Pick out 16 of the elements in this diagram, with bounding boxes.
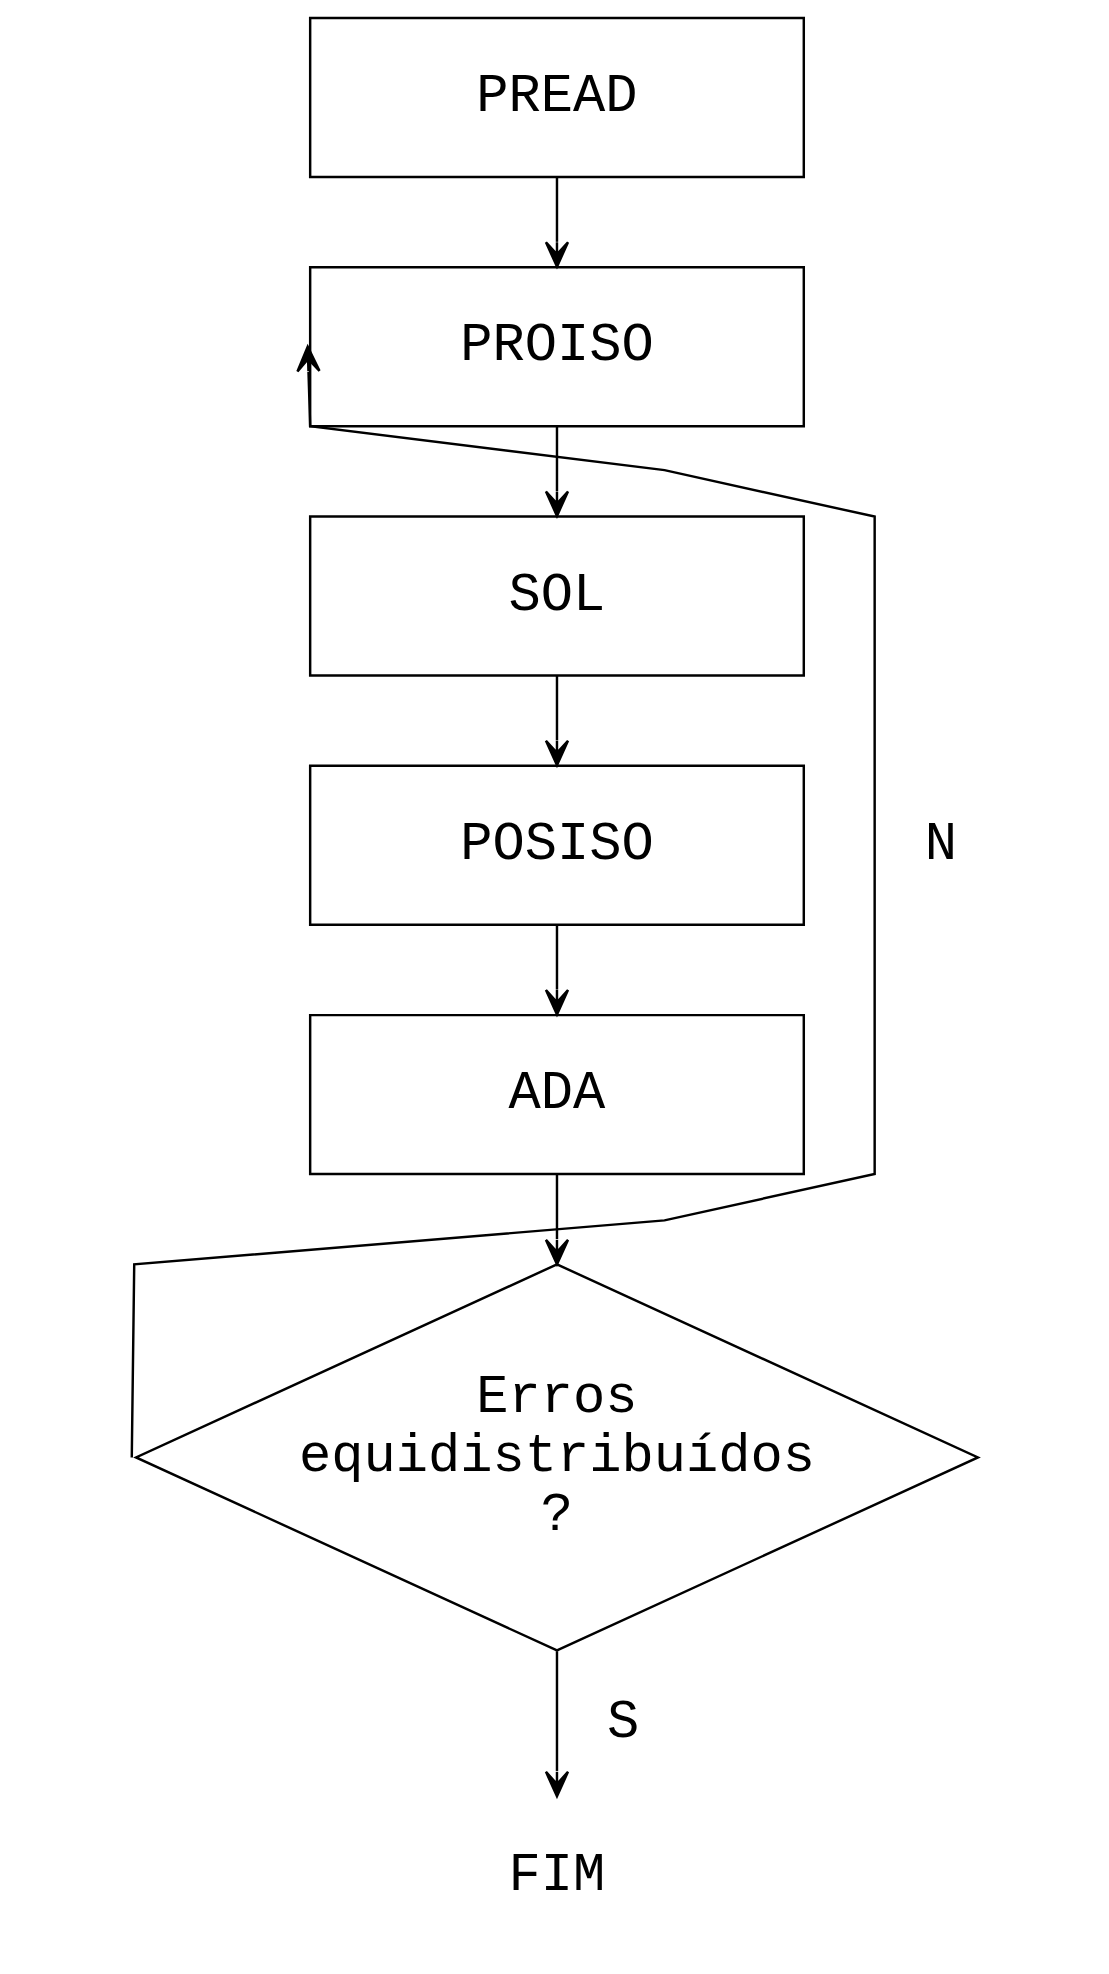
- edge-label: N: [924, 813, 957, 875]
- node-box: PREAD: [308, 16, 805, 179]
- node-box: ADA: [308, 1013, 805, 1176]
- node-box: SOL: [308, 515, 805, 677]
- arrow: [544, 1174, 569, 1266]
- node-diamond: Erros equidistribuídos ?: [132, 1263, 981, 1652]
- arrow: [544, 675, 569, 767]
- arrow: [544, 1651, 569, 1798]
- node-box: PROISO: [308, 266, 805, 428]
- arrow: [544, 925, 569, 1016]
- arrow: [544, 177, 569, 268]
- arrow: [130, 345, 876, 1458]
- edge-label: S: [606, 1692, 639, 1754]
- node-box: POSISO: [308, 764, 805, 926]
- arrow: [544, 426, 569, 518]
- node-text: FIM: [508, 1845, 605, 1907]
